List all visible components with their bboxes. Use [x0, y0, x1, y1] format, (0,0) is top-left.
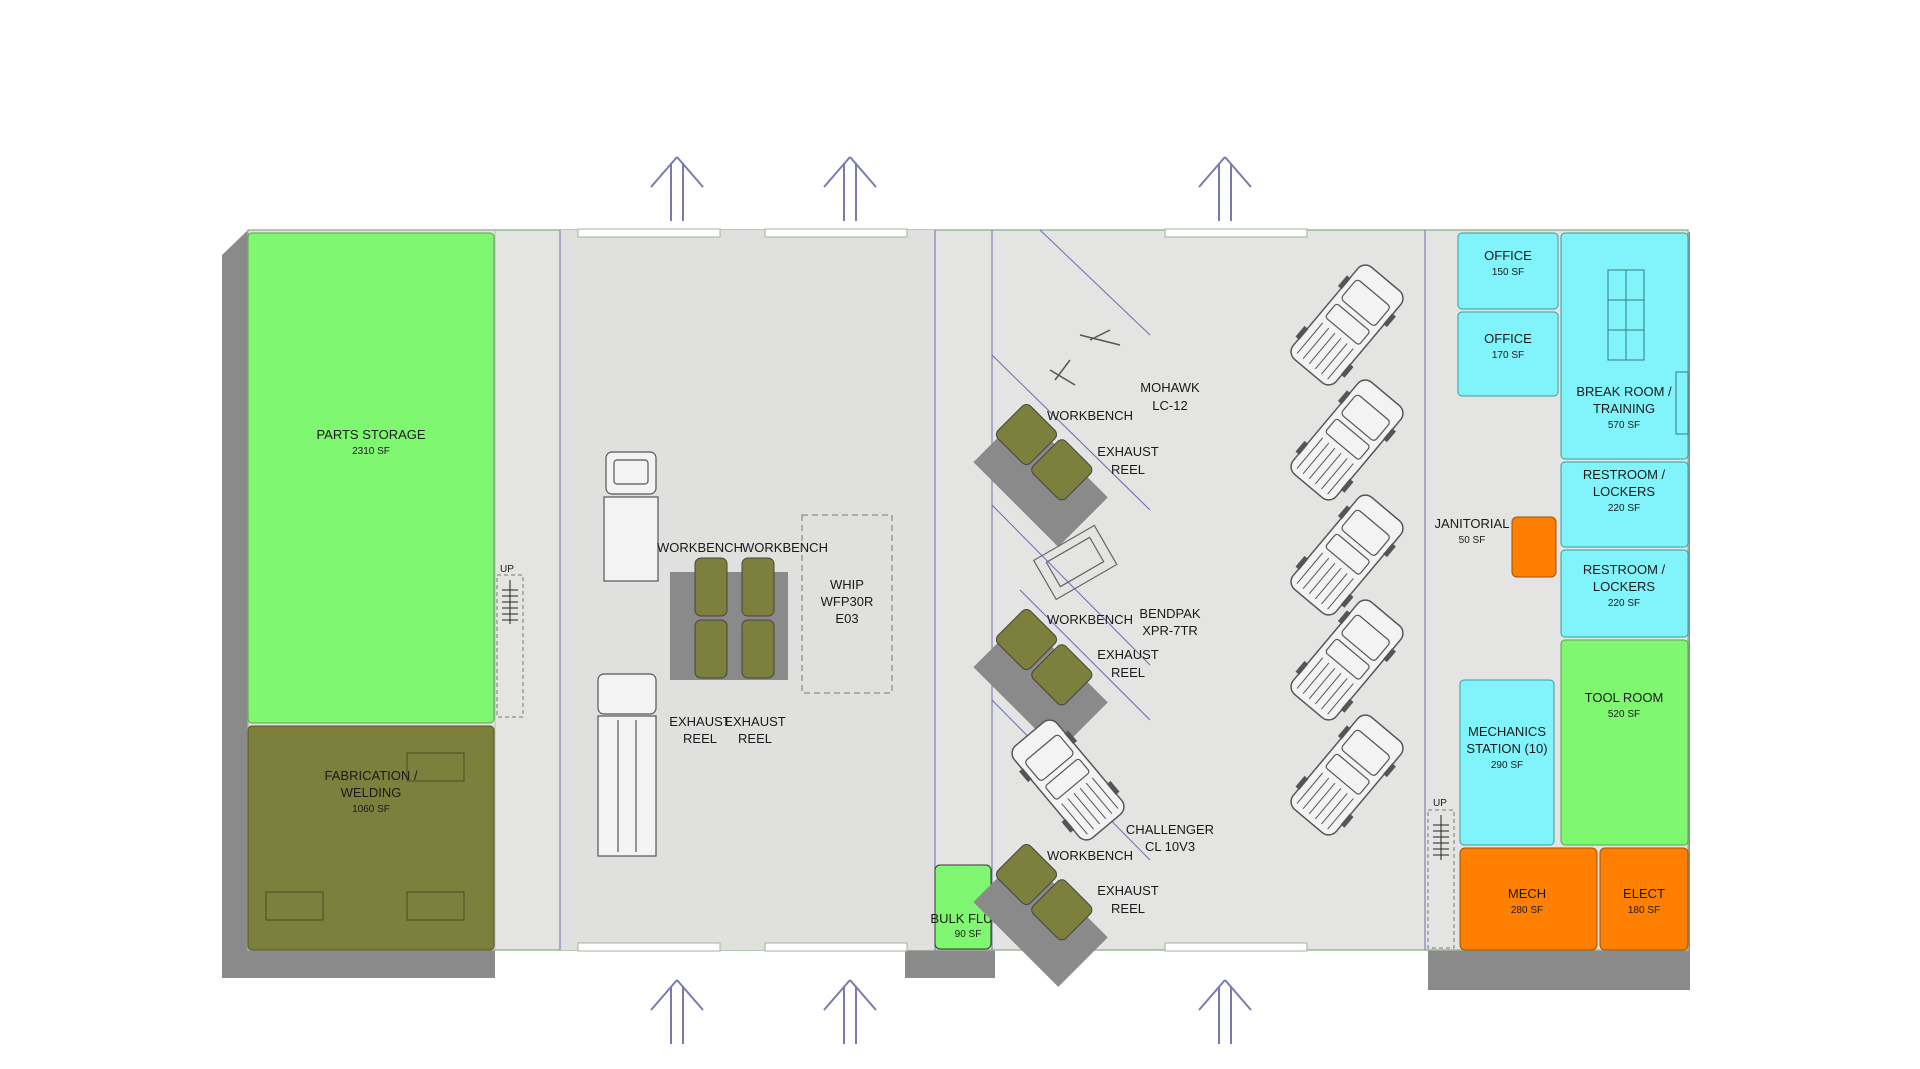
break-room-label-1: BREAK ROOM /	[1576, 384, 1672, 399]
arrow-up-icon	[650, 979, 704, 1045]
janitorial-label: JANITORIAL	[1435, 516, 1510, 531]
office-1-label: OFFICE	[1484, 248, 1532, 263]
stair-left: UP	[496, 564, 524, 718]
whip-label-3: E03	[835, 611, 858, 626]
restroom-1-label-2: LOCKERS	[1593, 484, 1655, 499]
arrow-up-icon	[1198, 156, 1252, 222]
tool-room: TOOL ROOM 520 SF	[1560, 639, 1689, 846]
workbench-label: WORKBENCH	[742, 540, 828, 555]
restroom-2-label-1: RESTROOM /	[1583, 562, 1666, 577]
challenger-label-1: CHALLENGER	[1126, 822, 1214, 837]
exhaust-reel-label-2: REEL	[738, 731, 772, 746]
fabrication-label-1: FABRICATION /	[325, 768, 418, 783]
mohawk-lift-icon	[1049, 329, 1121, 386]
mech-room: MECH 280 SF	[1459, 847, 1598, 951]
restroom-1-area: 220 SF	[1608, 503, 1640, 514]
workbench-label: WORKBENCH	[1047, 612, 1133, 627]
mohawk-label-2: LC-12	[1152, 398, 1187, 413]
exhaust-reel-label-1: EXHAUST	[724, 714, 785, 729]
exhaust-reel-label-1: EXHAUST	[1097, 883, 1158, 898]
restroom-2-area: 220 SF	[1608, 598, 1640, 609]
janitorial-area: 50 SF	[1459, 535, 1486, 546]
arrow-up-icon	[823, 156, 877, 222]
arrow-up-icon	[1198, 979, 1252, 1045]
mech-label: MECH	[1508, 886, 1546, 901]
exhaust-reel-label-1: EXHAUST	[1097, 647, 1158, 662]
parts-storage-room: PARTS STORAGE 2310 SF	[247, 232, 495, 724]
break-room-label-2: TRAINING	[1593, 401, 1655, 416]
exhaust-reel-label-1: EXHAUST	[1097, 444, 1158, 459]
mohawk-label-1: MOHAWK	[1140, 380, 1200, 395]
elect-room: ELECT 180 SF	[1599, 847, 1689, 951]
workbench-label: WORKBENCH	[657, 540, 743, 555]
break-room: BREAK ROOM / TRAINING 570 SF	[1560, 232, 1689, 460]
exhaust-reel-label-2: REEL	[1111, 462, 1145, 477]
stair-left-up-label: UP	[500, 564, 514, 575]
mechanics-station-room: MECHANICS STATION (10) 290 SF	[1459, 679, 1555, 846]
tool-room-label: TOOL ROOM	[1585, 690, 1664, 705]
office-room-1: OFFICE 150 SF	[1457, 232, 1559, 310]
exhaust-reel-label-2: REEL	[1111, 901, 1145, 916]
mechanics-station-label-2: STATION (10)	[1466, 741, 1547, 756]
mechanics-station-label-1: MECHANICS	[1468, 724, 1546, 739]
whip-lift: WHIP WFP30R E03	[801, 514, 893, 694]
challenger-label-2: CL 10V3	[1145, 839, 1195, 854]
mech-area: 280 SF	[1511, 905, 1543, 916]
bay-2-equipment: WORKBENCH EXHAUST REEL MOHAWK LC-12 WORK…	[973, 329, 1214, 987]
workbench-angled-3	[973, 843, 1108, 987]
exhaust-reel-label-1: EXHAUST	[669, 714, 730, 729]
restroom-2-label-2: LOCKERS	[1593, 579, 1655, 594]
break-room-area: 570 SF	[1608, 420, 1640, 431]
workbench-label: WORKBENCH	[1047, 848, 1133, 863]
bendpak-label-2: XPR-7TR	[1142, 623, 1198, 638]
workbench-label: WORKBENCH	[1047, 408, 1133, 423]
arrow-up-icon	[650, 156, 704, 222]
tool-room-area: 520 SF	[1608, 709, 1640, 720]
office-room-2: OFFICE 170 SF	[1457, 311, 1559, 397]
bulk-fluid-area: 90 SF	[955, 929, 982, 940]
parts-storage-area: 2310 SF	[352, 446, 390, 457]
mechanics-station-area: 290 SF	[1491, 760, 1523, 771]
fabrication-welding-room: FABRICATION / WELDING 1060 SF	[247, 725, 495, 951]
bendpak-lift-icon	[1032, 524, 1118, 601]
restroom-lockers-1: RESTROOM / LOCKERS 220 SF	[1560, 461, 1689, 548]
whip-label-1: WHIP	[830, 577, 864, 592]
stair-right: UP	[1427, 798, 1455, 949]
parts-storage-label: PARTS STORAGE	[316, 427, 425, 442]
arrow-up-icon	[823, 979, 877, 1045]
office-2-label: OFFICE	[1484, 331, 1532, 346]
bendpak-label-1: BENDPAK	[1139, 606, 1200, 621]
restroom-lockers-2: RESTROOM / LOCKERS 220 SF	[1560, 549, 1689, 638]
bay-1-equipment: WORKBENCH WORKBENCH EXHAUST REEL EXHAUST…	[597, 451, 893, 857]
workbench-angled-1	[973, 403, 1108, 547]
workbench-pair-left	[670, 557, 788, 680]
elect-area: 180 SF	[1628, 905, 1660, 916]
restroom-1-label-1: RESTROOM /	[1583, 467, 1666, 482]
office-2-area: 170 SF	[1492, 350, 1524, 361]
stair-right-up-label: UP	[1433, 798, 1447, 809]
exhaust-reel-label-2: REEL	[683, 731, 717, 746]
whip-label-2: WFP30R	[821, 594, 874, 609]
elect-label: ELECT	[1623, 886, 1665, 901]
fabrication-label-2: WELDING	[341, 785, 402, 800]
semi-truck-icon	[597, 451, 659, 857]
janitorial-room: JANITORIAL 50 SF	[1435, 516, 1557, 578]
workbench-angled-2	[973, 608, 1108, 752]
exhaust-reel-label-2: REEL	[1111, 665, 1145, 680]
fabrication-area: 1060 SF	[352, 804, 390, 815]
office-1-area: 150 SF	[1492, 267, 1524, 278]
